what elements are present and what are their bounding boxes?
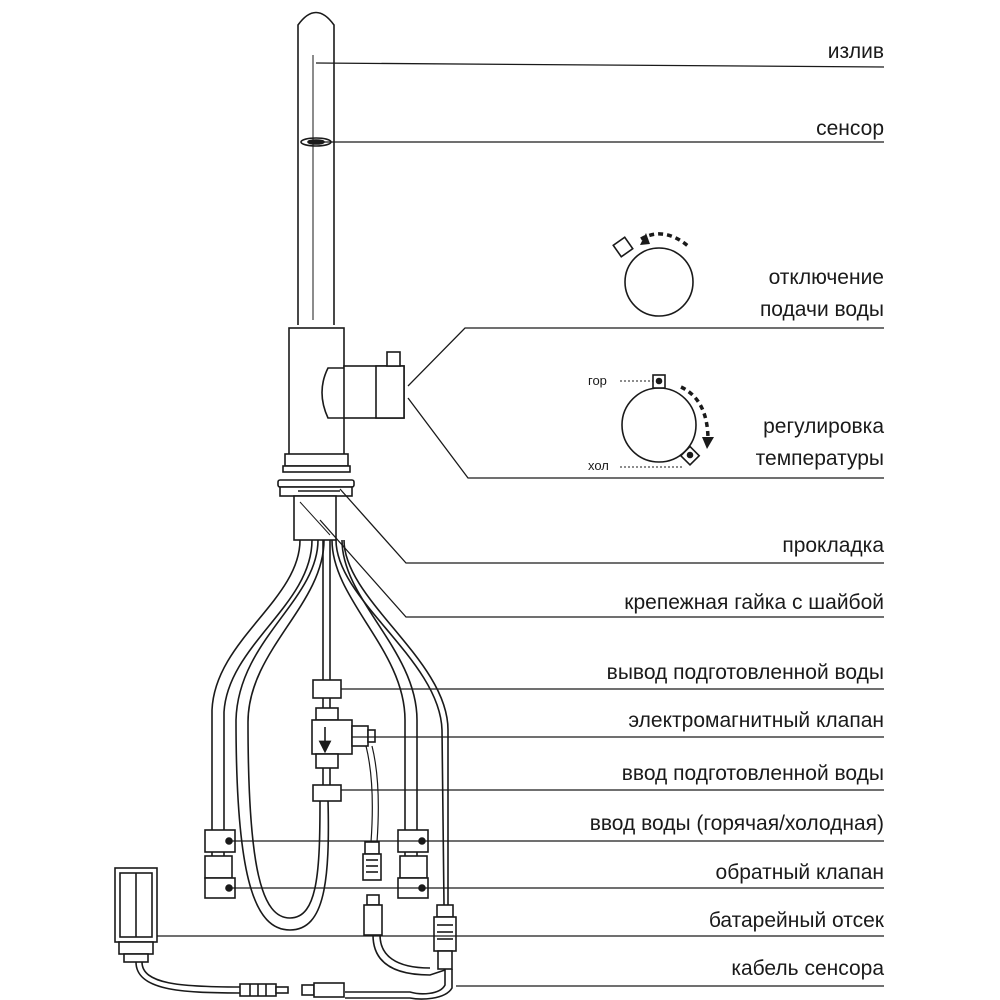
spout [297, 11, 335, 325]
cable-to-battery [345, 969, 446, 995]
label-temperature-line2: температуры [755, 447, 884, 470]
shutoff-knob-icon [612, 232, 694, 317]
leader-temperature [407, 397, 884, 479]
label-gasket: прокладка [782, 534, 884, 557]
sensor-cable-connector [433, 904, 457, 970]
label-water-inlet: ввод воды (горячая/холодная) [589, 812, 884, 835]
leader-spout [315, 62, 885, 68]
check-valve-right [397, 855, 429, 899]
label-sensor: сенсор [816, 117, 884, 140]
check-valve-left [204, 855, 236, 899]
hose-loop [235, 539, 330, 931]
label-mounting-nut: крепежная гайка с шайбой [624, 591, 884, 614]
temperature-knob-icon [620, 374, 714, 468]
hose-left [211, 539, 313, 880]
knob-label-cold: хол [588, 458, 609, 473]
leader-gasket [339, 488, 884, 564]
label-solenoid-valve: электромагнитный клапан [628, 709, 884, 732]
sensor-cable-path [335, 539, 449, 906]
label-spout: излив [827, 40, 884, 63]
label-shutoff-line2: подачи воды [759, 298, 884, 321]
treated-water-outlet-line [322, 540, 331, 680]
solenoid-plug [362, 841, 382, 881]
treated-water-inlet-fitting [312, 784, 342, 802]
mounting-nut [293, 495, 337, 541]
solenoid-valve [311, 707, 379, 843]
gasket [277, 479, 355, 497]
hose-right [331, 539, 418, 880]
treated-water-outlet-fitting [312, 679, 342, 699]
label-temperature: регулировка температуры [756, 411, 884, 475]
leader-nut [319, 519, 884, 618]
label-shutoff: отключение подачи воды [760, 262, 884, 326]
label-battery-box: батарейный отсек [708, 909, 884, 932]
label-shutoff-line1: отключение [768, 266, 884, 289]
label-sensor-cable: кабель сенсора [731, 957, 884, 980]
faucet-body [282, 327, 351, 473]
leader-lines [157, 62, 885, 987]
lever-handle [321, 351, 405, 419]
label-treated-water-outlet: вывод подготовленной воды [606, 661, 884, 684]
knob-label-hot: гор [588, 373, 607, 388]
battery-box [114, 867, 241, 994]
leader-shutoff [407, 327, 884, 387]
label-check-valve: обратный клапан [715, 861, 884, 884]
battery-plug [239, 982, 345, 998]
label-treated-water-inlet: ввод подготовленной воды [621, 762, 884, 785]
label-temperature-line1: регулировка [763, 415, 884, 438]
solenoid-cable-connector [363, 894, 446, 976]
